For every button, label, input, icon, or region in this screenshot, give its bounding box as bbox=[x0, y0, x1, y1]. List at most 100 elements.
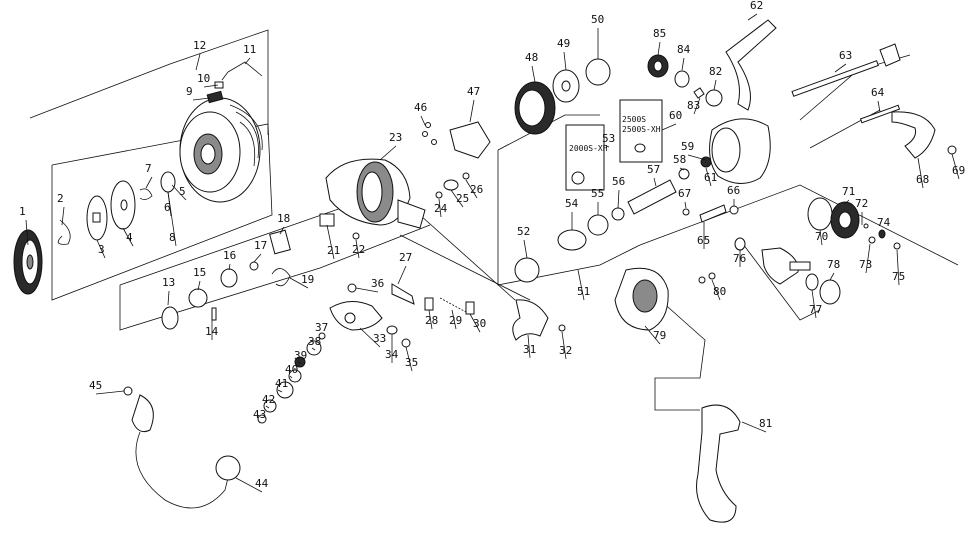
leader-10 bbox=[203, 84, 219, 88]
leader-2 bbox=[61, 206, 65, 226]
variant-b-label-2: 2500S-XH bbox=[622, 125, 661, 134]
plate-part-47 bbox=[449, 121, 491, 159]
callout-31: 31 bbox=[523, 343, 536, 356]
leader-62 bbox=[747, 13, 758, 21]
leader-71 bbox=[844, 199, 850, 205]
wire-spring-part-11 bbox=[221, 61, 263, 81]
leader-33 bbox=[359, 327, 381, 348]
leader-81 bbox=[741, 421, 767, 433]
part-59 bbox=[700, 156, 712, 168]
callout-30: 30 bbox=[473, 317, 486, 330]
variant-box-b-text: 2500S 2500S-XH bbox=[622, 115, 661, 134]
callout-65: 65 bbox=[697, 234, 710, 247]
bail-holder-part bbox=[131, 394, 154, 433]
part-73 bbox=[868, 236, 876, 244]
callout-64: 64 bbox=[871, 86, 885, 99]
bearing-part-54 bbox=[557, 229, 587, 251]
leader-85 bbox=[657, 41, 661, 56]
leader-46 bbox=[420, 115, 426, 126]
spring-holder-part-18 bbox=[269, 229, 291, 255]
callout-3: 3 bbox=[98, 243, 105, 256]
part-74 bbox=[878, 229, 886, 239]
callout-60: 60 bbox=[669, 109, 682, 122]
screw-part-36 bbox=[347, 283, 357, 293]
leader-64 bbox=[877, 100, 881, 113]
leader-15 bbox=[197, 280, 201, 291]
washer-part-42 bbox=[263, 399, 277, 413]
callout-73: 73 bbox=[859, 258, 872, 271]
leader-21 bbox=[326, 224, 335, 260]
leader-22 bbox=[355, 239, 360, 259]
leader-18 bbox=[279, 226, 285, 235]
leader-70 bbox=[819, 229, 823, 246]
leader-11 bbox=[244, 57, 251, 65]
callout-1: 1 bbox=[19, 205, 26, 218]
collar-part-50 bbox=[585, 58, 611, 86]
callout-45: 45 bbox=[89, 379, 102, 392]
callout-70: 70 bbox=[815, 230, 828, 243]
leader-25 bbox=[450, 189, 464, 208]
callout-34: 34 bbox=[385, 348, 399, 361]
callout-43: 43 bbox=[253, 408, 266, 421]
part-28 bbox=[424, 297, 434, 311]
bail-wire-part bbox=[135, 431, 231, 509]
leader-42 bbox=[265, 405, 270, 409]
callout-67: 67 bbox=[678, 187, 691, 200]
leader-9 bbox=[192, 97, 211, 101]
part-24 bbox=[435, 191, 443, 199]
pin-part-64 bbox=[859, 104, 901, 124]
callout-39: 39 bbox=[294, 349, 307, 362]
callout-83: 83 bbox=[687, 99, 700, 112]
variant-box-a bbox=[565, 124, 605, 191]
handle-part-81 bbox=[696, 404, 741, 523]
callout-5: 5 bbox=[179, 185, 186, 198]
callout-33: 33 bbox=[373, 332, 386, 345]
callout-9: 9 bbox=[186, 85, 193, 98]
callout-25: 25 bbox=[456, 192, 469, 205]
callout-32: 32 bbox=[559, 344, 572, 357]
callout-2: 2 bbox=[57, 192, 64, 205]
spool-assembly bbox=[13, 61, 263, 295]
leader-5 bbox=[171, 184, 187, 201]
leader-69 bbox=[951, 153, 960, 180]
bail-assembly bbox=[123, 158, 566, 509]
variant-a-label: 2000S-XH bbox=[569, 144, 608, 153]
roller-part-15 bbox=[188, 288, 208, 308]
part-27 bbox=[391, 283, 415, 305]
leader-75 bbox=[896, 249, 900, 286]
washer-part-43 bbox=[257, 414, 267, 424]
pin-part-14 bbox=[211, 307, 217, 321]
callout-18: 18 bbox=[277, 212, 290, 225]
spring-part-29 bbox=[439, 297, 467, 313]
callout-36: 36 bbox=[371, 277, 384, 290]
leader-58 bbox=[679, 167, 685, 171]
callout-55: 55 bbox=[591, 187, 604, 200]
callout-57: 57 bbox=[647, 163, 660, 176]
washer-part-17 bbox=[249, 261, 259, 271]
screw-part-22 bbox=[352, 232, 360, 240]
callout-77: 77 bbox=[809, 303, 822, 316]
callout-labels: 1234567891011121314151617181920212223242… bbox=[19, 0, 965, 490]
washer-part-13 bbox=[161, 306, 179, 330]
leader-13 bbox=[167, 290, 170, 306]
leader-49 bbox=[563, 51, 567, 71]
screw-part-69 bbox=[947, 145, 957, 155]
callout-74: 74 bbox=[877, 216, 891, 229]
pinion-part-57 bbox=[627, 179, 677, 215]
leader-26 bbox=[465, 179, 478, 199]
leader-53 bbox=[603, 144, 610, 148]
callout-52: 52 bbox=[517, 225, 530, 238]
variant-box-a-text: 2000S-XH bbox=[569, 144, 608, 153]
leader-35 bbox=[405, 346, 413, 372]
leader-1 bbox=[25, 219, 29, 246]
leader-28 bbox=[428, 309, 433, 330]
leader-3 bbox=[96, 239, 106, 259]
callout-84: 84 bbox=[677, 43, 691, 56]
leader-79 bbox=[644, 325, 661, 345]
callout-11: 11 bbox=[243, 43, 256, 56]
callout-71: 71 bbox=[842, 185, 855, 198]
leader-43 bbox=[257, 419, 261, 424]
callout-79: 79 bbox=[653, 329, 666, 342]
leader-73 bbox=[865, 243, 871, 274]
callout-24: 24 bbox=[434, 202, 448, 215]
